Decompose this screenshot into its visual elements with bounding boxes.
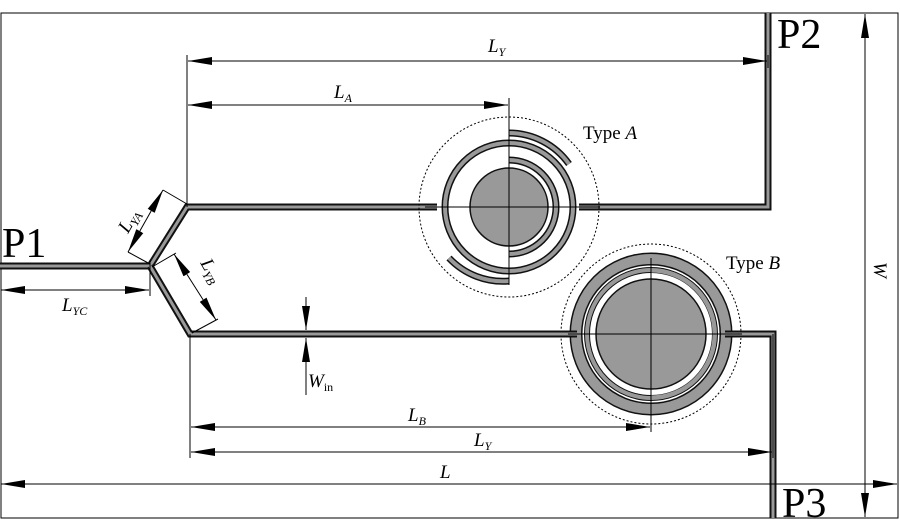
port-p1-label: P1 <box>2 221 46 267</box>
port-p3-label: P3 <box>782 481 826 527</box>
resonator-type-b <box>560 243 742 432</box>
type-b-label: Type B <box>726 253 780 274</box>
label-lb: LB <box>407 405 427 428</box>
label-lyb: LYB <box>193 254 226 288</box>
label-ly-top: LY <box>487 36 507 59</box>
port-p2-label: P2 <box>777 12 821 58</box>
label-lyc: LYC <box>61 295 88 318</box>
resonator-type-a <box>418 100 600 298</box>
dimension-lines <box>1 14 897 517</box>
extension-lines <box>149 12 880 458</box>
label-w: W <box>869 262 890 280</box>
label-win: Win <box>308 371 333 394</box>
type-a-label: Type A <box>583 123 637 144</box>
dim-lya <box>127 189 164 253</box>
label-l: L <box>439 462 451 483</box>
label-ly-bottom: LY <box>473 430 493 453</box>
dim-lyb <box>173 253 217 321</box>
label-lya: LYA <box>114 205 147 239</box>
label-la: LA <box>333 82 353 105</box>
